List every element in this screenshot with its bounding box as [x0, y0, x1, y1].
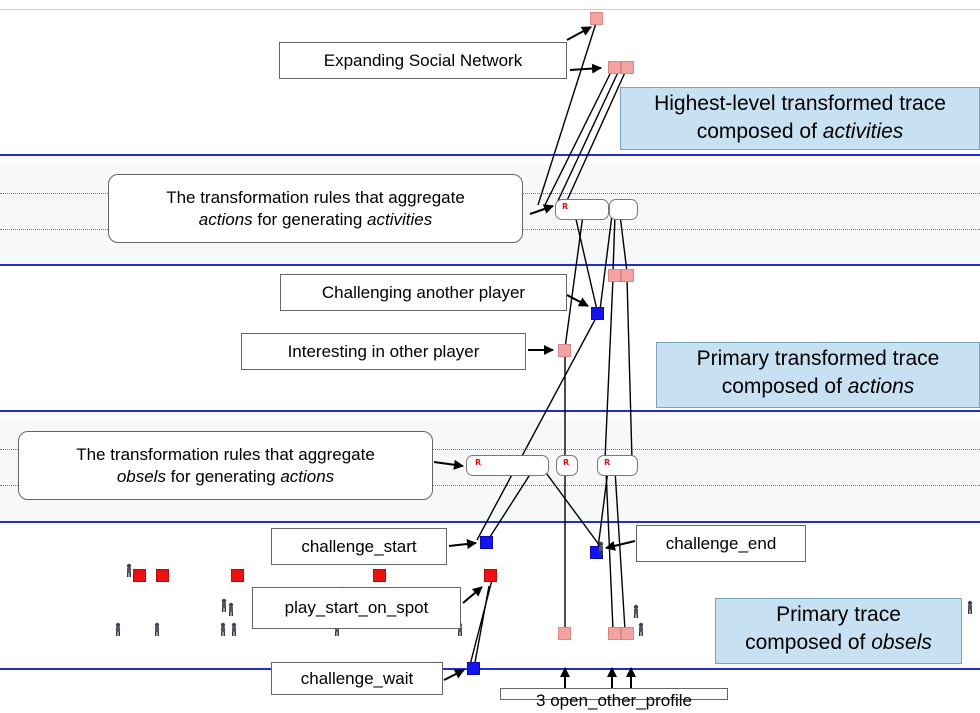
primary-note-line2: composed of obsels — [745, 631, 932, 654]
highest-note-line2: composed of activities — [696, 120, 904, 143]
action-obsel — [591, 307, 604, 320]
primary-obsel — [133, 569, 146, 582]
highest-note-line1: Highest-level transformed trace — [654, 92, 946, 115]
activity-rules-description: The transformation rules that aggregate … — [108, 174, 523, 243]
player-figure-icon — [124, 563, 134, 577]
level-line-2 — [0, 264, 980, 266]
level-line-3 — [0, 410, 980, 412]
rule-marker: R — [562, 202, 569, 211]
player-figure-icon — [596, 541, 606, 555]
player-figure-icon — [965, 600, 975, 614]
player-figure-icon — [636, 622, 646, 636]
primary-transformed-note-line1: Primary transformed trace — [696, 347, 940, 370]
primary-transformed-trace-note: Primary transformed trace composed of ac… — [656, 342, 980, 408]
rule-marker: R — [475, 458, 482, 467]
rule-marker: R — [563, 458, 570, 467]
rule-box: R — [466, 455, 549, 476]
action-obsel — [621, 269, 634, 282]
primary-obsel — [156, 569, 169, 582]
highest-level-trace-note: Highest-level transformed trace composed… — [620, 87, 980, 150]
primary-obsel — [373, 569, 386, 582]
play-start-on-spot-label: play_start_on_spot — [252, 587, 461, 629]
player-figure-icon — [113, 622, 123, 636]
dotted-guide — [0, 485, 980, 486]
action-obsel — [558, 344, 571, 357]
player-figure-icon — [152, 622, 162, 636]
player-figure-icon — [229, 622, 239, 636]
activity-obsel — [621, 61, 634, 74]
level-line-1 — [0, 154, 980, 156]
primary-obsel — [621, 627, 634, 640]
top-border-line — [0, 9, 980, 10]
primary-obsel — [480, 536, 493, 549]
primary-obsel — [484, 569, 497, 582]
expanding-social-network-label: Expanding Social Network — [279, 42, 567, 79]
activity-rules-line2: actions for generating activities — [198, 209, 433, 229]
level-line-5 — [0, 668, 980, 670]
activity-obsel — [590, 12, 603, 25]
primary-trace-note: Primary trace composed of obsels — [715, 598, 962, 664]
dotted-guide — [0, 449, 980, 450]
action-obsel — [608, 269, 621, 282]
activity-obsel — [608, 61, 621, 74]
challenge-end-label: challenge_end — [636, 525, 806, 562]
primary-obsel — [558, 627, 571, 640]
action-rules-description: The transformation rules that aggregate … — [18, 431, 433, 500]
primary-note-line1: Primary trace — [776, 603, 901, 626]
player-figure-icon — [226, 602, 236, 616]
challenge-start-label: challenge_start — [271, 528, 447, 565]
player-figure-icon — [219, 598, 229, 612]
rule-box — [609, 199, 638, 220]
rule-box: R — [555, 199, 609, 220]
open-other-profile-label: 3 open_other_profile — [500, 688, 728, 710]
action-rules-line2: obsels for generating actions — [116, 466, 335, 486]
challenging-another-player-label: Challenging another player — [280, 274, 567, 311]
player-figure-icon — [631, 604, 641, 618]
primary-obsel — [608, 627, 621, 640]
interesting-in-other-player-label: Interesting in other player — [241, 333, 526, 370]
rule-marker: R — [604, 458, 611, 467]
primary-obsel — [231, 569, 244, 582]
challenge-wait-label: challenge_wait — [271, 662, 443, 695]
level-line-4 — [0, 521, 980, 523]
player-figure-icon — [218, 622, 228, 636]
rule-box: R — [597, 455, 638, 476]
primary-transformed-note-line2: composed of actions — [721, 375, 915, 398]
activity-rules-line1: The transformation rules that aggregate — [166, 187, 465, 207]
rule-box: R — [556, 455, 578, 476]
action-rules-line1: The transformation rules that aggregate — [76, 444, 375, 464]
primary-obsel — [467, 662, 480, 675]
